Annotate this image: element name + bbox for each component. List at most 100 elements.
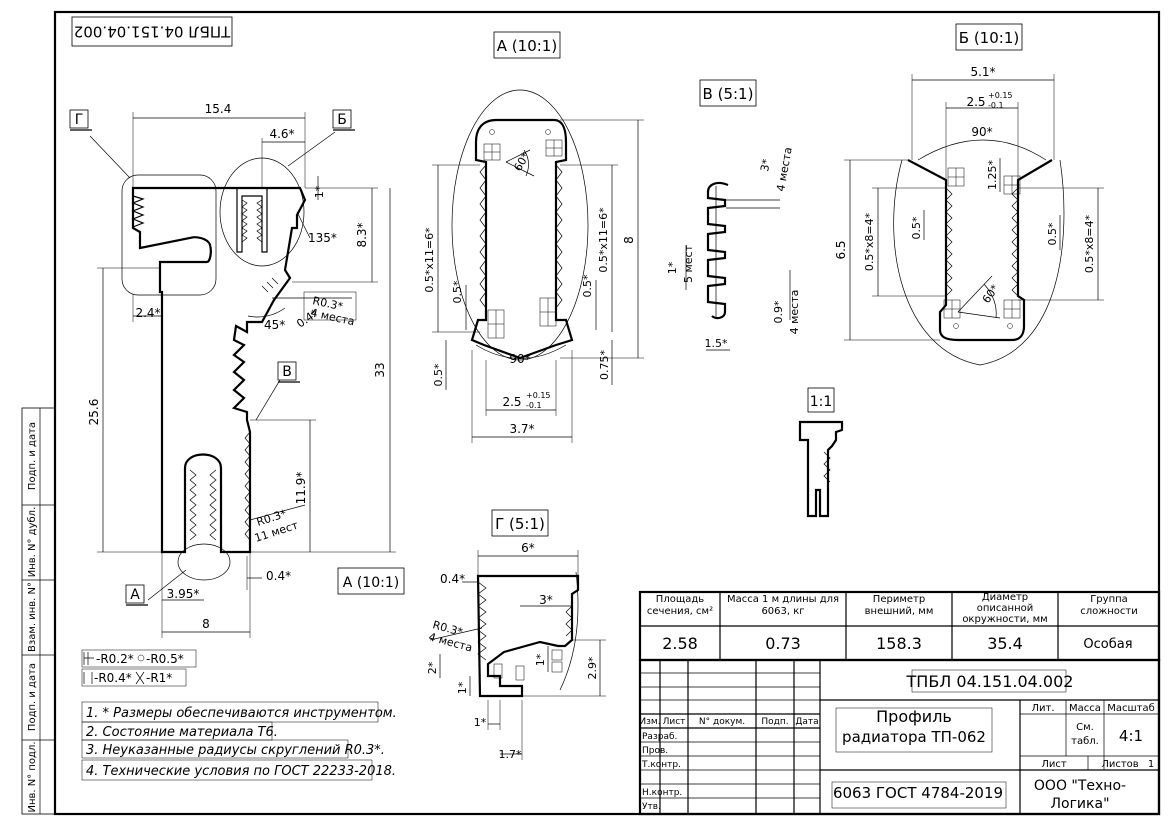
b-w-2-5: 2.5 bbox=[966, 95, 985, 109]
view-g-title: Г (5:1) bbox=[495, 515, 545, 533]
prop-group-value: Особая bbox=[1083, 637, 1132, 652]
dim-25-6: 25.6 bbox=[87, 399, 101, 426]
dim-135: 135* bbox=[308, 231, 337, 245]
tb-col-podp: Подп. bbox=[761, 717, 788, 727]
a-d-0-5-c: 0.5* bbox=[581, 274, 594, 297]
g-w-1-7: 1.7* bbox=[499, 748, 522, 761]
tb-row-tkontr: Т.контр. bbox=[641, 760, 681, 770]
v-four-places-b: 4 места bbox=[788, 290, 801, 335]
tb-col-ndokum: N° докум. bbox=[699, 717, 745, 727]
view-v-title: В (5:1) bbox=[703, 85, 754, 103]
b-d-0-5-a: 0.5* bbox=[910, 216, 923, 239]
prop-diameter-label: Диаметр описанной окружности, мм bbox=[962, 592, 1048, 625]
g-h-2: 2* bbox=[426, 661, 439, 674]
tb-scale: 4:1 bbox=[1119, 727, 1143, 745]
b-h-1-25: 1.25* bbox=[986, 160, 999, 190]
marker-g: Г bbox=[75, 112, 84, 128]
profile-outline bbox=[131, 186, 307, 554]
side-stamp-inv-dubl: Инв. N° дубл. bbox=[27, 507, 38, 578]
v-five-places: 5 мест bbox=[682, 244, 695, 283]
prop-area-label: Площадь сечения, см² bbox=[646, 594, 714, 617]
main-profile-view: Г Б В А 15.4 4.6* 1* 8.3* 135* bbox=[69, 102, 405, 638]
a-tol-minus: -0.1 bbox=[526, 401, 542, 410]
tb-sm-line-2: табл. bbox=[1071, 736, 1099, 747]
tb-masshtab: Масштаб bbox=[1107, 703, 1155, 714]
technical-notes: 1. * Размеры обеспечиваются инструментом… bbox=[81, 701, 397, 781]
b-d-0-5-b: 0.5* bbox=[1046, 222, 1059, 245]
tb-name-line-2: радиатора ТП-062 bbox=[842, 728, 986, 746]
tb-company-line-2: Логика" bbox=[1050, 796, 1109, 812]
tb-name-line-1: Профиль bbox=[876, 707, 952, 726]
tb-sm-line-1: См. bbox=[1076, 722, 1094, 733]
tb-row-prov: Пров. bbox=[642, 746, 668, 756]
v-nine: 0.9* bbox=[772, 300, 785, 323]
dim-4-6: 4.6* bbox=[269, 127, 294, 141]
side-stamp-inv-podl: Инв. N° подл. bbox=[27, 741, 38, 812]
note-4: 4. Технические условия по ГОСТ 22233-201… bbox=[86, 764, 396, 779]
detail-a-outline bbox=[177, 543, 231, 581]
a-angle-90: 90* bbox=[509, 352, 530, 366]
b-pitch-left: 0.5*x8=4* bbox=[863, 212, 876, 271]
a-pitch-left: 0.5*x11=6* bbox=[423, 227, 436, 293]
dim-1-star: 1* bbox=[313, 185, 326, 198]
note-2: 2. Состояние материала Т6. bbox=[86, 725, 278, 740]
tb-row-razrab: Разраб. bbox=[642, 732, 677, 742]
view-b: Б (10:1) 5.1* 2.5 +0.15 -0.1 90* 1.25* 6… bbox=[834, 23, 1104, 366]
g-w-3: 3* bbox=[539, 593, 553, 607]
view-b-title: Б (10:1) bbox=[959, 29, 1019, 47]
v-w-1-5: 1.5* bbox=[705, 337, 728, 350]
v-four-places-a: 4 места bbox=[774, 146, 795, 192]
dim-15-4: 15.4 bbox=[205, 102, 232, 116]
prop-perimeter-label: Периметр внешний, мм bbox=[864, 594, 934, 617]
dim-8-3: 8.3* bbox=[355, 222, 369, 247]
view-v: В (5:1) 3* 4 места 1* 5 мест 0.9* 4 мест… bbox=[666, 79, 801, 351]
roughness-symbols: -R0.2* -R0.5* -R0.4* -R1* bbox=[81, 649, 197, 687]
view-a-title: А (10:1) bbox=[497, 37, 557, 55]
tb-col-data: Дата bbox=[795, 717, 818, 727]
roughness-r05: -R0.5* bbox=[146, 652, 184, 666]
sheet-frame bbox=[53, 10, 1161, 816]
g-d-0-4: 0.4* bbox=[440, 572, 465, 586]
tb-list: Лист bbox=[1041, 759, 1067, 770]
dim-8: 8 bbox=[202, 617, 210, 631]
side-stamp-podp-data-2: Подп. и дата bbox=[27, 663, 38, 731]
a-pitch-right: 0.5*x11=6* bbox=[597, 207, 610, 273]
tb-massa: Масса bbox=[1069, 703, 1101, 714]
dim-45: 45* bbox=[264, 318, 285, 332]
side-stamp: Подп. и дата Инв. N° дубл. Взам. инв. N°… bbox=[21, 407, 56, 815]
view-a: А (10:1) 60* 0.5*x11=6* 0.5* 0.5* 0.5*x1… bbox=[423, 31, 644, 443]
side-stamp-vzam-inv: Взам. инв. N° bbox=[27, 582, 38, 652]
marker-b: Б bbox=[337, 112, 347, 128]
rotated-doc-number: ТПБЛ 04.151.04.002 bbox=[71, 16, 233, 47]
dim-33: 33 bbox=[373, 362, 387, 377]
properties-table: Площадь сечения, см² Масса 1 м длины для… bbox=[638, 590, 1161, 662]
a-d-0-5-b: 0.5* bbox=[432, 363, 445, 386]
prop-mass-value: 0.73 bbox=[765, 634, 801, 653]
detail-g-outline bbox=[121, 174, 217, 296]
prop-group-label: Группа сложности bbox=[1080, 594, 1138, 617]
roughness-r04: -R0.4* bbox=[94, 671, 132, 685]
prop-area-value: 2.58 bbox=[662, 634, 698, 653]
g-w-6: 6* bbox=[521, 541, 535, 555]
g-h-1-a: 1* bbox=[456, 681, 469, 694]
dim-2-4: 2.4* bbox=[135, 306, 160, 320]
marker-v: В bbox=[282, 364, 292, 380]
tb-company-line-1: ООО "Техно- bbox=[1034, 778, 1126, 794]
section-a-label: А (10:1) bbox=[343, 575, 399, 591]
side-stamp-podp-data-1: Подп. и дата bbox=[27, 422, 38, 490]
tb-listov-count: 1 bbox=[1148, 759, 1154, 770]
dim-r0-3-a: R0.3* bbox=[311, 294, 344, 313]
roughness-r02: -R0.2* bbox=[96, 652, 134, 666]
a-w-3-7: 3.7* bbox=[509, 422, 534, 436]
v-three: 3* bbox=[758, 157, 773, 172]
g-h-2-9: 2.9* bbox=[586, 656, 599, 679]
marker-a: А bbox=[130, 587, 140, 603]
a-d-0-5-a: 0.5* bbox=[451, 280, 464, 303]
a-angle-60: 60* bbox=[511, 150, 532, 174]
b-angle-90: 90* bbox=[971, 125, 992, 139]
dim-3-95: 3.95* bbox=[167, 587, 200, 601]
note-1: 1. * Размеры обеспечиваются инструментом… bbox=[86, 706, 397, 721]
roughness-r1: -R1* bbox=[146, 671, 172, 685]
view-full-scale: 1:1 bbox=[798, 387, 844, 518]
